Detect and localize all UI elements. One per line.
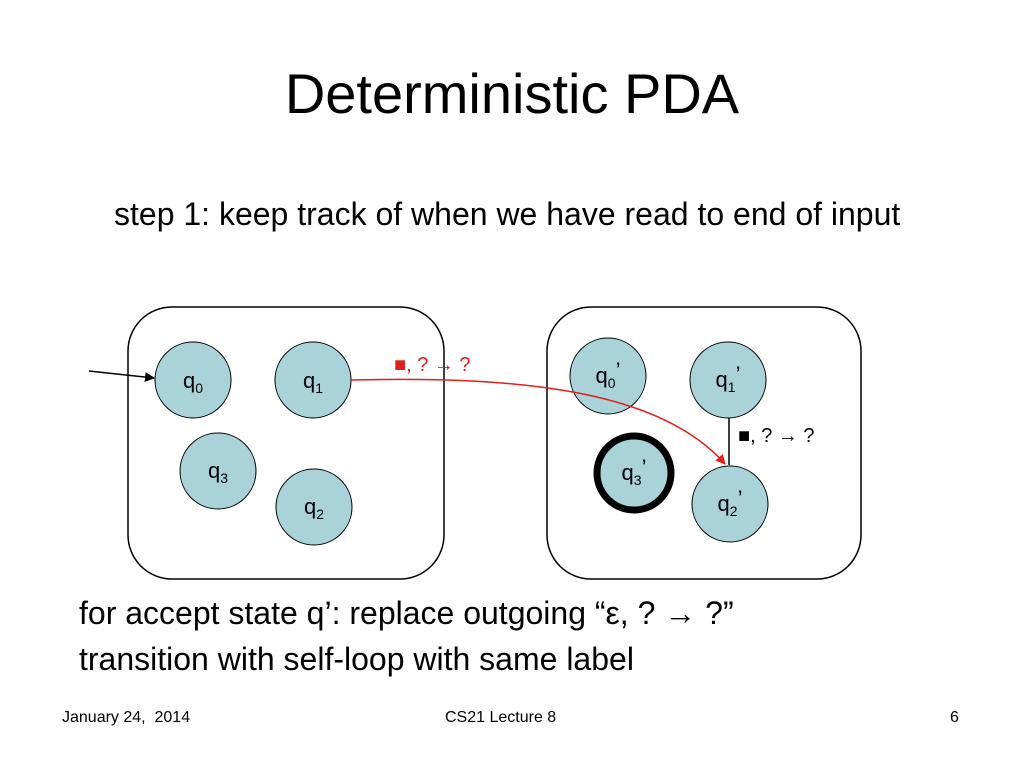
cross-transition-arrow: [350, 378, 726, 465]
state-q3: q3: [179, 432, 257, 510]
svg-text:q2’: q2’: [718, 486, 743, 519]
accept-state-note: for accept state q’: replace outgoing “ε…: [79, 590, 979, 682]
svg-text:q3: q3: [208, 458, 228, 486]
svg-text:q0’: q0’: [596, 358, 621, 391]
footer-page-number: 6: [950, 709, 959, 726]
left-machine-box: [127, 306, 445, 580]
svg-text:q1’: q1’: [716, 362, 741, 395]
state-q0: q0: [154, 341, 232, 419]
state-q1-prime: q1’: [689, 341, 767, 419]
state-q1: q1: [274, 341, 352, 419]
right-machine-box: [546, 306, 862, 580]
cross-transition-label: ■, ? → ?: [394, 354, 471, 376]
inner-transition-label: ■, ? → ?: [738, 425, 815, 447]
state-q0-prime: q0’: [569, 337, 647, 415]
state-q3-prime-accept: q3’: [593, 432, 675, 514]
note-line-2: transition with self-loop with same labe…: [79, 641, 634, 677]
slide-title: Deterministic PDA: [284, 62, 740, 125]
footer-course: CS21 Lecture 8: [445, 709, 557, 726]
state-q2: q2: [275, 468, 353, 546]
note-line-1: for accept state q’: replace outgoing “ε…: [79, 595, 734, 631]
step-bullet: step 1: keep track of when we have read …: [114, 196, 901, 232]
svg-text:q3’: q3’: [622, 455, 647, 488]
state-q2-prime: q2’: [691, 465, 769, 543]
start-arrow: [88, 370, 155, 383]
svg-text:q0: q0: [183, 368, 203, 396]
svg-text:q1: q1: [303, 368, 323, 396]
footer-date: January 24, 2014: [62, 709, 191, 726]
svg-text:q2: q2: [304, 494, 324, 522]
